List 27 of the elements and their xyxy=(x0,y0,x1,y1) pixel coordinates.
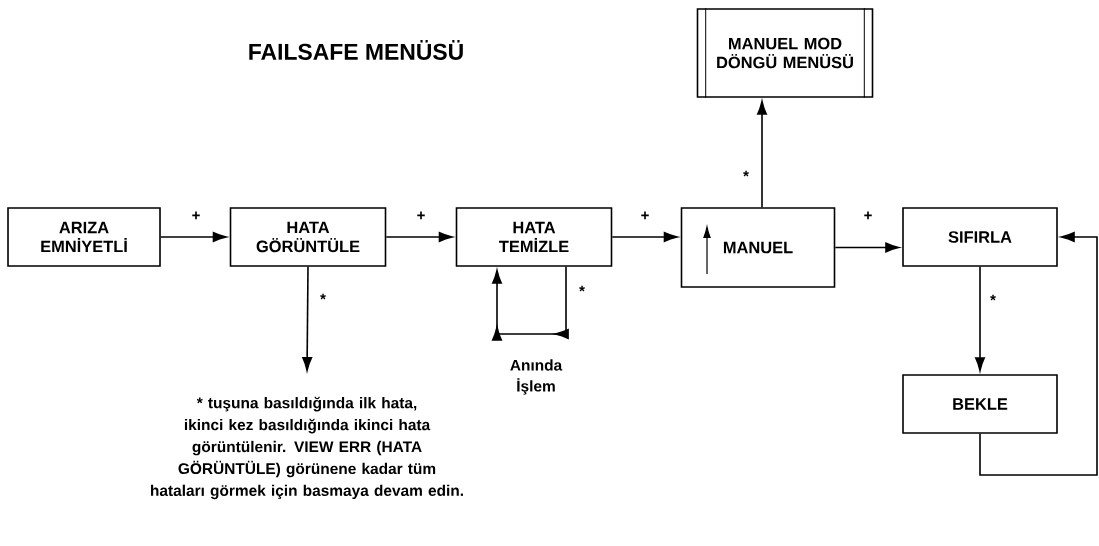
arrow xyxy=(492,266,569,341)
arrow xyxy=(302,266,313,371)
process-box: BEKLE xyxy=(902,374,1058,434)
arrow xyxy=(975,266,985,372)
edge-label: + xyxy=(417,211,425,220)
edge-label: * xyxy=(320,293,326,300)
process-box: HATA GÖRÜNTÜLE xyxy=(229,207,387,267)
edge-label: * xyxy=(743,170,749,177)
edge-label: + xyxy=(641,211,649,220)
edge-label: * xyxy=(579,285,585,292)
caption-text: Anında İşlem xyxy=(510,359,563,395)
process-box: MANUEL xyxy=(680,207,836,288)
arrow xyxy=(385,232,453,242)
subprocess-box: MANUEL MOD DÖNGÜ MENÜSÜ xyxy=(696,7,874,99)
process-box: ARIZA EMNİYETLİ xyxy=(7,207,161,267)
arrow xyxy=(160,232,227,242)
process-box: SIFIRLA xyxy=(902,207,1058,267)
arrow xyxy=(979,232,1098,476)
arrow xyxy=(757,100,767,208)
edge-label: + xyxy=(192,211,200,220)
edge-label: * xyxy=(990,294,996,301)
arrow xyxy=(611,232,678,242)
process-box: HATA TEMİZLE xyxy=(455,207,613,267)
title: FAILSAFE MENÜSÜ xyxy=(249,40,463,60)
arrow xyxy=(834,242,900,253)
edge-label: + xyxy=(864,211,872,220)
note-text: * tuşuna basıldığında ilk hata, ikinci kez basıldığında ikinci hata görüntülenir. VIEW ERR (HATA GÖRÜNTÜLE) görünene kadar tüm hataları görmek için basmaya devam edin. xyxy=(151,396,463,500)
